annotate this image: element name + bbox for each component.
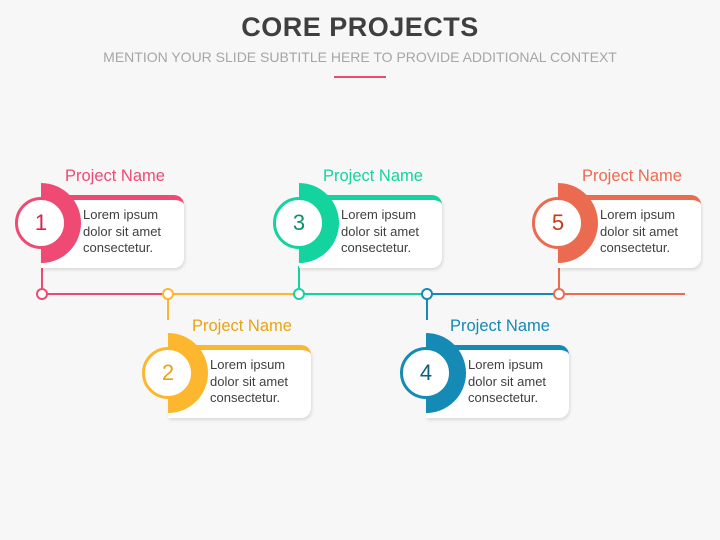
- project-number-badge: 1: [15, 197, 67, 249]
- timeline-segment-1: [42, 293, 168, 295]
- timeline-dot-4: [421, 288, 433, 300]
- project-card-3: Project Name 3 Lorem ipsum dolor sit ame…: [271, 167, 442, 268]
- project-card-5: Project Name 5 Lorem ipsum dolor sit ame…: [530, 167, 701, 268]
- project-name: Project Name: [192, 317, 292, 335]
- page-subtitle: MENTION YOUR SLIDE SUBTITLE HERE TO PROV…: [103, 49, 617, 65]
- project-number-badge: 3: [273, 197, 325, 249]
- project-description: Lorem ipsum dolor sit amet consectetur.: [600, 207, 679, 255]
- timeline-dot-2: [162, 288, 174, 300]
- project-description: Lorem ipsum dolor sit amet consectetur.: [83, 207, 162, 255]
- project-description: Lorem ipsum dolor sit amet consectetur.: [468, 357, 547, 405]
- project-description: Lorem ipsum dolor sit amet consectetur.: [341, 207, 420, 255]
- timeline-segment-5: [559, 293, 685, 295]
- timeline-dot-3: [293, 288, 305, 300]
- project-card-1: Project Name 1 Lorem ipsum dolor sit ame…: [13, 167, 184, 268]
- connector-3: [298, 266, 300, 290]
- project-name: Project Name: [450, 317, 550, 335]
- project-description: Lorem ipsum dolor sit amet consectetur.: [210, 357, 289, 405]
- timeline-dot-1: [36, 288, 48, 300]
- project-name: Project Name: [582, 167, 682, 185]
- project-card-2: Project Name 2 Lorem ipsum dolor sit ame…: [140, 317, 311, 418]
- connector-4: [426, 298, 428, 320]
- project-card-4: Project Name 4 Lorem ipsum dolor sit ame…: [398, 317, 569, 418]
- project-number-badge: 4: [400, 347, 452, 399]
- connector-2: [167, 298, 169, 320]
- project-number-badge: 2: [142, 347, 194, 399]
- project-number-badge: 5: [532, 197, 584, 249]
- project-name: Project Name: [65, 167, 165, 185]
- timeline-segment-3: [299, 293, 427, 295]
- connector-5: [558, 266, 560, 290]
- page-title: CORE PROJECTS: [241, 12, 479, 42]
- timeline-segment-2: [168, 293, 299, 295]
- timeline-segment-4: [427, 293, 559, 295]
- connector-1: [41, 263, 43, 290]
- project-name: Project Name: [323, 167, 423, 185]
- timeline-dot-5: [553, 288, 565, 300]
- title-accent-divider: [334, 76, 386, 78]
